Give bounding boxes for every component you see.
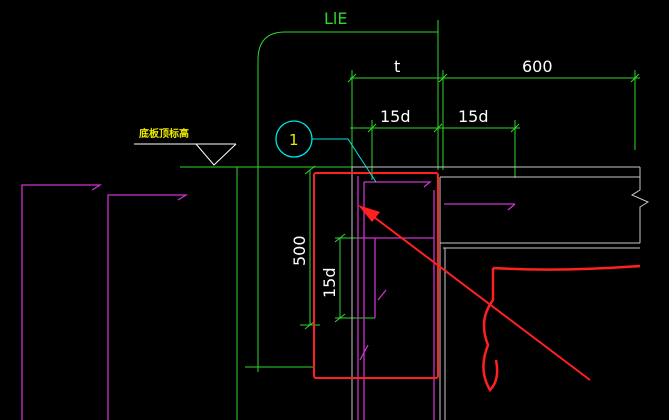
detail-marker xyxy=(275,120,377,183)
detail-marker-number: 1 xyxy=(289,131,299,149)
structure-lines xyxy=(351,166,650,420)
highlight-markup xyxy=(313,172,641,393)
highlight-arrow xyxy=(361,207,591,381)
anchor-length-label: LlE xyxy=(324,9,347,28)
t-dimension-label: t xyxy=(394,57,400,76)
600-dimension-label: 600 xyxy=(522,57,553,76)
left-15d-dimension-label: 15d xyxy=(380,107,411,126)
highlight-box xyxy=(313,172,439,379)
elevation-note: 底板顶标高 xyxy=(139,127,189,140)
rebar-lines xyxy=(21,176,516,420)
elevation-symbol xyxy=(134,143,237,166)
dimension-lines xyxy=(180,20,640,420)
height-500-label: 500 xyxy=(290,235,309,266)
arrow-head xyxy=(358,205,380,222)
right-15d-dimension-label: 15d xyxy=(458,107,489,126)
vertical-15d-label: 15d xyxy=(320,267,339,298)
